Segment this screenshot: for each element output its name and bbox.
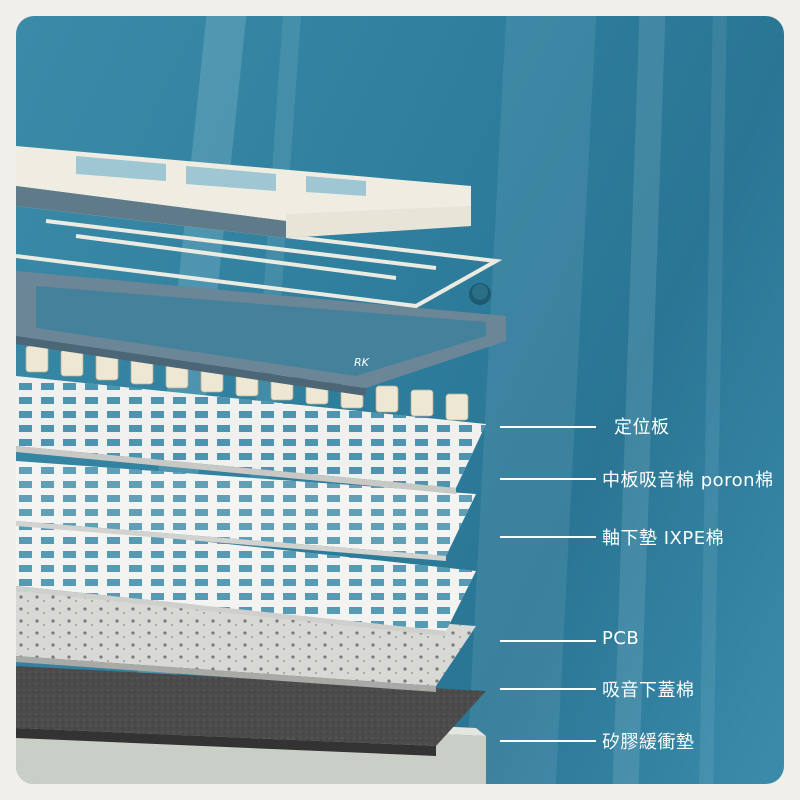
layer-label-bottom-foam: 吸音下蓋棉 (602, 680, 695, 701)
leader-line (500, 640, 596, 642)
poron-foam-layer (16, 461, 476, 561)
exploded-keyboard-illustration: RK (16, 146, 506, 784)
case-frame-layer: RK (16, 271, 506, 396)
switches-layer (25, 345, 469, 421)
leader-line (500, 740, 596, 742)
positioning-plate-layer (16, 376, 486, 494)
pcb-layer (16, 591, 476, 692)
layer-label-silicone-pad: 矽膠緩衝墊 (602, 732, 695, 753)
brand-mark: RK (354, 356, 370, 369)
layer-label-poron-foam: 中板吸音棉 poron棉 (602, 470, 774, 491)
product-image-frame: RK 定位板 中板吸音棉 poron棉 軸下墊 IXPE棉 PCB 吸音下蓋棉 … (16, 16, 784, 784)
layer-label-positioning-plate: 定位板 (614, 417, 670, 438)
leader-line (500, 536, 596, 538)
leader-line (500, 426, 596, 428)
layer-label-pcb: PCB (602, 628, 640, 649)
leader-line (500, 688, 596, 690)
keycaps-layer (16, 146, 471, 238)
ixpe-pad-layer (16, 521, 476, 636)
layer-label-ixpe-pad: 軸下墊 IXPE棉 (602, 528, 725, 549)
leader-line (500, 478, 596, 480)
